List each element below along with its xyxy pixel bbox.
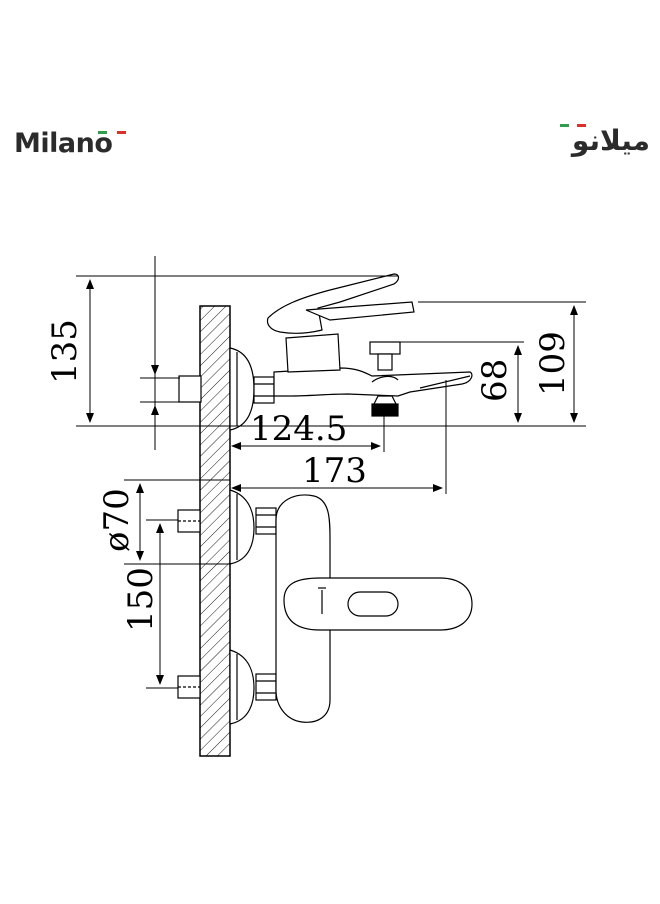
- dimension-68: 68: [475, 359, 515, 402]
- dimension-173: 173: [302, 451, 367, 491]
- bath-mixer-side-view: [178, 273, 473, 431]
- dimension-150: 150: [121, 567, 161, 632]
- dimension-109: 109: [533, 331, 573, 396]
- brand-logo-latin: Milano: [14, 128, 113, 159]
- bath-mixer-front-view: [177, 489, 473, 725]
- dimension-135: 135: [45, 319, 85, 384]
- aerator: [371, 403, 399, 417]
- dimension-lines: [76, 256, 586, 689]
- flag-accent: [98, 131, 126, 134]
- brand-name-latin: Milano: [14, 128, 113, 159]
- brand-name-arabic: ميلانو: [571, 124, 650, 157]
- dimension-124-5: 124.5: [250, 409, 347, 449]
- brand-logo-arabic: ميلانو: [572, 124, 650, 157]
- flag-accent-arabic: [560, 124, 587, 127]
- wall: [199, 305, 231, 757]
- dimension-diameter-70: ø70: [97, 488, 137, 552]
